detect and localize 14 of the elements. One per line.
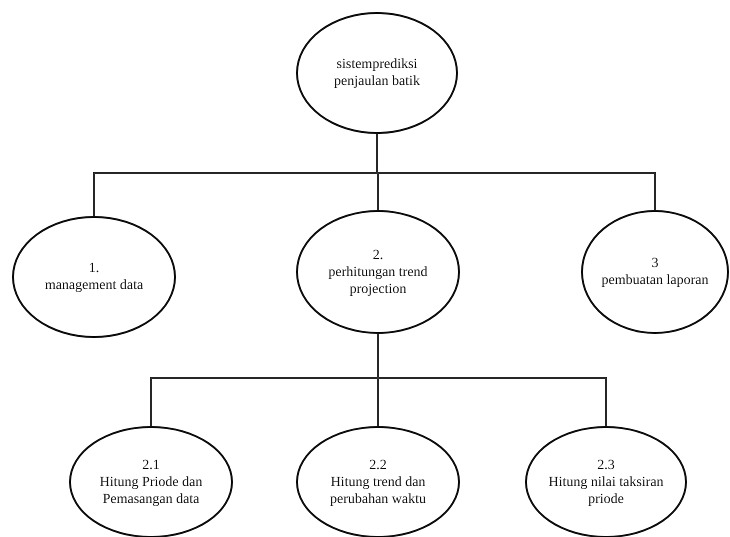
process-number: 2. — [372, 246, 384, 264]
connector-line — [377, 334, 607, 426]
process-number: 2.1 — [142, 456, 160, 474]
process-label: management data — [44, 277, 144, 294]
process-number: 3 — [652, 255, 658, 272]
process-label: pembuatan laporan — [602, 272, 708, 289]
process-label: Hitung Priode dan Pemasangan data — [98, 474, 204, 508]
process-number: 1. — [88, 260, 100, 277]
process-label: sistemprediksi penjaulan batik — [333, 56, 421, 90]
process-label: perhitungan trend projection — [327, 264, 429, 298]
process-number: 2.2 — [369, 456, 387, 474]
process-label: Hitung nilai taksiran priode — [547, 474, 665, 508]
process-label: Hitung trend dan perubahan waktu — [328, 474, 428, 508]
process-number: 2.3 — [597, 456, 615, 474]
